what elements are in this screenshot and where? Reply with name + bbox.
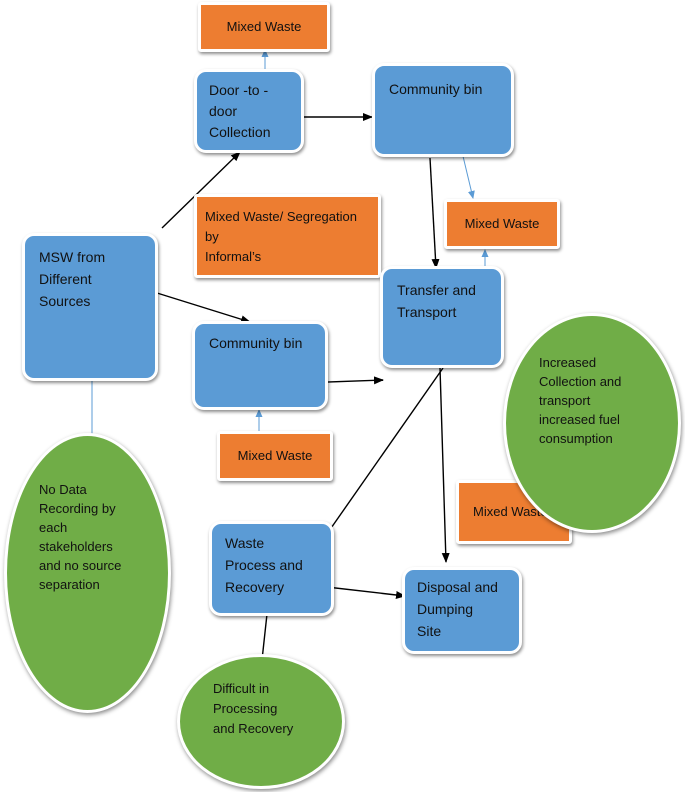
segregation-note-label: Mixed Waste/ Segregation by Informal’s <box>205 209 357 264</box>
segregation-note-box: Mixed Waste/ Segregation by Informal’s <box>194 194 381 278</box>
bin-to-transfer-arrow <box>429 157 440 269</box>
waste-process-label: Waste Process and Recovery <box>225 535 303 595</box>
disposal-site-label: Disposal and Dumping Site <box>417 579 498 639</box>
msw-to-bin-arrow <box>156 292 251 324</box>
process-to-difficulty-connector <box>261 613 268 661</box>
door-to-door-collection-box: Door -to - door Collection <box>194 69 304 153</box>
mixed-waste-bottom-box: Mixed Waste <box>217 431 333 481</box>
mixed-waste-top-label: Mixed Waste <box>226 19 302 34</box>
transfer-transport-box: Transfer and Transport <box>380 266 504 368</box>
community-bin-top-box: Community bin <box>372 63 514 157</box>
community-bin-mid-label: Community bin <box>209 335 303 351</box>
mixed-waste-bottom-label: Mixed Waste <box>237 448 313 463</box>
increased-collection-label: Increased Collection and transport incre… <box>539 355 622 446</box>
difficult-processing-label: Difficult in Processing and Recovery <box>213 681 294 736</box>
mixed-waste-right-box: Mixed Waste <box>444 199 560 249</box>
msw-to-door-arrow <box>161 151 241 229</box>
bin-to-mixed-waste-connector <box>461 151 475 199</box>
door-to-door-collection-label: Door -to - door Collection <box>209 82 271 140</box>
disposal-site-box: Disposal and Dumping Site <box>402 567 522 654</box>
community-bin-top-label: Community bin <box>389 81 483 97</box>
community-bin-mid-box: Community bin <box>192 321 328 410</box>
transfer-to-disposal-arrow <box>439 367 450 563</box>
waste-process-box: Waste Process and Recovery <box>209 521 334 616</box>
transfer-to-process-arrow <box>321 367 444 542</box>
increased-collection-oval: Increased Collection and transport incre… <box>503 313 681 533</box>
mixed-waste-top-box: Mixed Waste <box>198 2 330 52</box>
no-data-recording-label: No Data Recording by each stakeholders a… <box>39 482 122 592</box>
no-data-recording-oval: No Data Recording by each stakeholders a… <box>4 433 171 713</box>
difficult-processing-oval: Difficult in Processing and Recovery <box>177 654 345 789</box>
mixed-waste-right-label: Mixed Waste <box>464 216 540 231</box>
msw-sources-box: MSW from Different Sources <box>22 233 158 381</box>
msw-sources-label: MSW from Different Sources <box>39 249 106 309</box>
transfer-transport-label: Transfer and Transport <box>397 282 476 320</box>
